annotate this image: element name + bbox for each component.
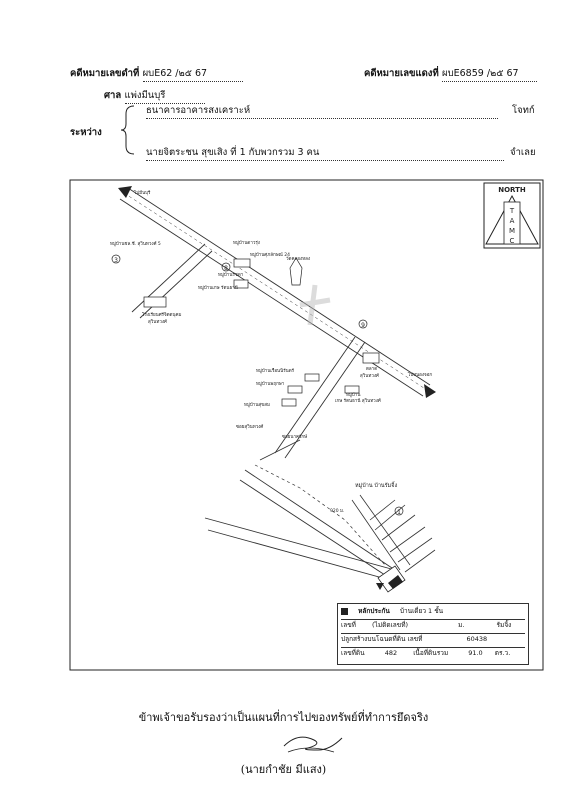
label-village-right-1: หมู่บ้านดาวรุ่ง — [233, 240, 260, 246]
red-case-line: คดีหมายเลขแดงที่ ผบE6859 /๒๕ 67 — [364, 66, 538, 82]
legend-deed-number: 60438 — [466, 635, 488, 643]
black-case-value: ผบE62 /๒๕ 67 — [142, 66, 243, 82]
legend-area-unit: ตร.ว. — [494, 649, 511, 657]
defendant-role: จำเลย — [510, 147, 536, 158]
subdivision-streets — [351, 494, 436, 573]
label-temple: วัดคลองหลง — [286, 256, 310, 262]
label-soi-2: ซอยนาครักษ์ — [282, 433, 307, 440]
village-icon-6 — [344, 385, 360, 394]
school-building-icon — [143, 296, 167, 308]
legend-title-row: หลักประกัน บ้านเดี่ยว 1 ชั้น — [341, 606, 525, 616]
arrow-to-minburi-icon — [118, 186, 132, 198]
legend-village-value: รัมจิ้ง — [496, 621, 512, 629]
collateral-location-marker — [376, 565, 406, 593]
marker-9-text: 9 — [361, 322, 365, 329]
red-case-value: ผบE6859 /๒๕ 67 — [442, 66, 538, 82]
village-icon-2 — [233, 279, 249, 289]
label-village-a: หมู่บ้านเรือนนิรันดร์ — [256, 367, 295, 374]
label-distance: 920 ม. — [330, 508, 344, 514]
label-village-left: หมู่บ้านชล.ชี. สุวินทวงศ์ 5 — [110, 240, 161, 247]
defendant-line: นายจิตระชน สุขเสิง ที่ 1 กับพวกรวม 3 คน — [146, 145, 504, 161]
plaintiff-role: โจทก์ — [512, 105, 535, 116]
main-road — [119, 187, 431, 397]
temple-icon — [289, 257, 303, 286]
legend-type: บ้านเดี่ยว 1 ชั้น — [399, 607, 444, 615]
legend-area-label: เนื้อที่ดินรวม — [413, 649, 449, 657]
defendant-name: นายจิตระชน สุขเสิง ที่ 1 กับพวกรวม 3 คน — [146, 145, 504, 161]
compass-letter-m: M — [509, 227, 515, 235]
marker-8-text: 8 — [224, 265, 228, 272]
compass-letter-c: C — [510, 237, 515, 245]
label-school-1: โรงเรียนศรีจิตตนุคม — [142, 311, 182, 318]
black-case-line: คดีหมายเลขดำที่ ผบE62 /๒๕ 67 — [70, 66, 243, 82]
smudge-marks — [299, 284, 331, 326]
marker-1-icon — [394, 506, 404, 516]
map-frame — [69, 179, 544, 671]
legend-land-no-value: 482 — [384, 649, 398, 657]
marker-3-icon — [111, 254, 121, 264]
signature-icon — [283, 736, 343, 753]
marker-8-icon — [221, 262, 231, 272]
arrow-to-nongchok-icon — [424, 384, 436, 398]
label-to-minburi: ไปมีนบุรี — [133, 190, 151, 196]
north-label: NORTH — [498, 186, 526, 194]
village-icon-4 — [287, 385, 303, 394]
north-compass: NORTH T A M C — [483, 182, 541, 249]
between-label: ระหว่าง — [70, 127, 102, 138]
signer-name: (นายกำชัย มีแสง) — [240, 763, 327, 776]
court-value: แพ่งมีนบุรี — [124, 88, 205, 104]
certification-text: ข้าพเจ้าขอรับรองว่าเป็นแผนที่การไปของทรั… — [138, 711, 429, 724]
legend-title: หลักประกัน — [358, 607, 390, 615]
court-label: ศาล — [104, 90, 122, 101]
marker-3-text: 3 — [114, 257, 118, 264]
black-case-label: คดีหมายเลขดำที่ — [70, 68, 140, 79]
label-village-e: เกษ รัตนธานี สุวินทวงศ์ — [335, 397, 381, 404]
collateral-legend: หลักประกัน บ้านเดี่ยว 1 ชั้น เลขที่ (ไม่… — [337, 603, 529, 665]
red-case-label: คดีหมายเลขแดงที่ — [364, 68, 439, 79]
plaintiff-line: ธนาคารอาคารสงเคราะห์ — [146, 103, 498, 119]
plaintiff-name: ธนาคารอาคารสงเคราะห์ — [146, 103, 498, 119]
label-market-2: สุวินทวงศ์ — [360, 372, 379, 379]
legend-number-row: เลขที่ (ไม่ติดเลขที่) ม. รัมจิ้ง — [341, 619, 525, 630]
compass-letter-t: T — [509, 207, 515, 215]
collateral-square-icon — [341, 607, 348, 615]
court-line: ศาล แพ่งมีนบุรี — [104, 88, 205, 104]
legend-land-no-label: เลขที่ดิน — [341, 649, 365, 657]
marker-9-icon — [358, 319, 368, 329]
label-village-right-2: หมู่บ้านศุภลักษณ์ 24 — [250, 251, 290, 258]
compass-letter-a: A — [510, 217, 515, 225]
village-icon-1 — [233, 258, 251, 268]
legend-moo-label: ม. — [458, 621, 465, 629]
label-village-project-2: หมู่บ้านเกษ รัตนธานี — [198, 285, 238, 291]
soi-road — [239, 439, 396, 576]
label-to-nongchok: ไปหนองจอก — [407, 372, 432, 378]
village-icon-5 — [281, 398, 297, 407]
legend-built-on-label: ปลูกสร้างบนโฉนดที่ดิน เลขที่ — [341, 635, 423, 643]
label-soi-1: ซอยสุวินทวงศ์ — [236, 423, 263, 430]
legend-area-value: 91.0 — [468, 649, 483, 657]
central-road — [274, 336, 366, 459]
legend-number-label: เลขที่ — [341, 621, 356, 629]
label-market-1: ตลาด — [366, 367, 377, 372]
pointer-arrow-icon — [376, 583, 384, 590]
label-target-village: หมู่บ้าน บ้านรัมจิ้ง — [355, 481, 397, 489]
market-icon — [362, 352, 380, 364]
legend-land-row: เลขที่ดิน 482 เนื้อที่ดินรวม 91.0 ตร.ว. — [341, 647, 525, 658]
label-village-d: หมู่บ้าน — [346, 392, 360, 398]
label-school-2: สุวินทวงศ์ — [148, 318, 167, 325]
marker-1-text: 1 — [397, 509, 401, 516]
label-village-project-1: หมู่บ้านรัชดา — [218, 272, 244, 278]
legend-deed-row: ปลูกสร้างบนโฉนดที่ดิน เลขที่ 60438 — [341, 633, 525, 644]
label-village-c: หมู่บ้านสุขสม — [244, 402, 270, 408]
label-village-b: หมู่บ้านพฤกษา — [256, 381, 285, 387]
lower-road — [204, 517, 396, 581]
legend-number-value: (ไม่ติดเลขที่) — [372, 621, 409, 629]
route-path — [254, 464, 386, 566]
brace-icon — [120, 105, 135, 155]
village-icon-3 — [304, 373, 320, 382]
